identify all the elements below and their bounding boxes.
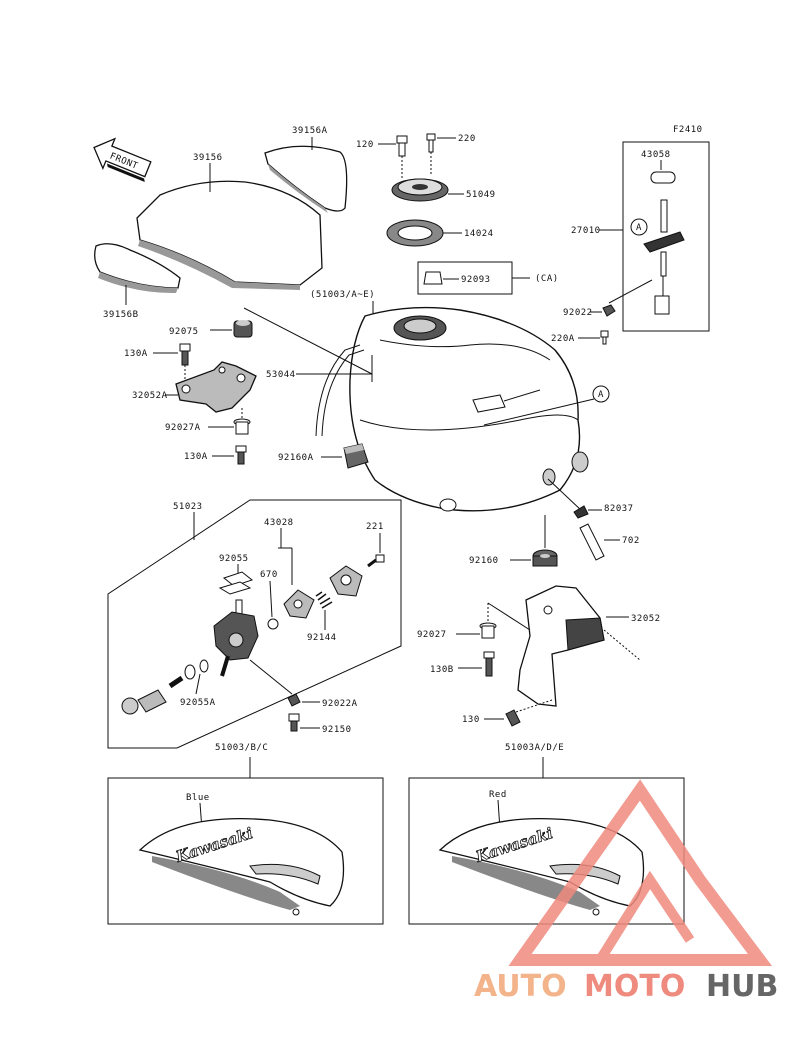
label-220: 220 xyxy=(458,134,476,144)
label-92027: 92027 xyxy=(417,630,447,640)
label-51049: 51049 xyxy=(466,190,496,200)
label-14024: 14024 xyxy=(464,229,494,239)
gasket-14024 xyxy=(386,219,444,247)
label-120-top: 120 xyxy=(356,140,374,150)
nut-92022A-icon xyxy=(287,693,301,707)
bracket-32052A xyxy=(175,361,257,413)
bolt-130-bottom-icon xyxy=(505,709,521,727)
label-92150: 92150 xyxy=(322,725,352,735)
label-92160: 92160 xyxy=(469,556,499,566)
marker-a-tank-label: A xyxy=(598,390,604,400)
collar-92027A xyxy=(233,418,251,435)
bolt-220-icon xyxy=(426,133,436,153)
label-51023: 51023 xyxy=(173,502,203,512)
label-92160A: 92160A xyxy=(278,453,314,463)
label-27010: 27010 xyxy=(571,226,601,236)
label-92022: 92022 xyxy=(563,308,593,318)
watermark-wordmark: AUTO MOTO HUB xyxy=(474,969,778,1004)
label-ca: (CA) xyxy=(535,274,559,284)
label-130B: 130B xyxy=(430,665,454,675)
tank-decal-red: Kawasaki xyxy=(438,817,645,916)
bolt-130B-icon xyxy=(483,651,495,677)
label-92075: 92075 xyxy=(169,327,199,337)
tank-decal-blue: Kawasaki xyxy=(138,817,345,916)
clip-82037 xyxy=(573,505,589,519)
gasket-92055 xyxy=(218,571,254,595)
damper-92160 xyxy=(532,549,558,567)
seat-pad-39156A xyxy=(264,145,348,212)
label-92022A: 92022A xyxy=(322,699,358,709)
fuel-valve-body xyxy=(213,599,259,677)
label-39156B: 39156B xyxy=(103,310,139,320)
front-arrow-icon: FRONT xyxy=(93,137,152,183)
label-39156: 39156 xyxy=(193,153,223,163)
nut-92022-icon xyxy=(602,304,616,317)
label-92055A: 92055A xyxy=(180,698,216,708)
label-43028: 43028 xyxy=(264,518,294,528)
marker-a-tank xyxy=(592,385,610,403)
screw-220A-icon xyxy=(600,330,609,345)
decal-red-label: Red xyxy=(489,790,507,800)
label-51003BC: 51003/B/C xyxy=(215,743,268,753)
cover-43028 xyxy=(329,565,363,597)
watermark-logo xyxy=(508,779,772,966)
o-ring-43058 xyxy=(650,171,676,184)
grommet-92075 xyxy=(233,320,253,338)
bolt-130A-icon xyxy=(235,445,247,465)
label-702: 702 xyxy=(622,536,640,546)
hose-702 xyxy=(579,523,605,561)
label-130A-top: 130A xyxy=(124,349,148,359)
box-27010 xyxy=(622,141,710,332)
fuel-sender-27010 xyxy=(643,199,685,315)
label-670: 670 xyxy=(260,570,278,580)
label-92144: 92144 xyxy=(307,633,337,643)
screw-221-icon xyxy=(367,554,385,568)
label-32052A: 32052A xyxy=(132,391,168,401)
label-221: 221 xyxy=(366,522,384,532)
label-220A: 220A xyxy=(551,334,575,344)
decal-blue-label: Blue xyxy=(186,793,210,803)
bolt-92150-icon xyxy=(288,713,300,732)
marker-a-box xyxy=(630,218,648,236)
bolt-120-icon xyxy=(396,135,408,157)
diaphragm-43028 xyxy=(283,589,315,619)
label-92027A: 92027A xyxy=(165,423,201,433)
label-32052: 32052 xyxy=(631,614,661,624)
label-130-bottom: 130 xyxy=(462,715,480,725)
box-decal-blue xyxy=(107,777,384,925)
label-92093: 92093 xyxy=(461,275,491,285)
grommet-92093 xyxy=(423,271,443,285)
label-51003ADE: 51003A/D/E xyxy=(505,743,564,753)
watermark-auto: AUTO xyxy=(474,969,567,1004)
bolt-130A-top-icon xyxy=(179,343,191,366)
label-43058: 43058 xyxy=(641,150,671,160)
box-51023 xyxy=(107,499,402,749)
watermark-moto: MOTO xyxy=(584,969,685,1004)
label-130A: 130A xyxy=(184,452,208,462)
fuel-cap-51049 xyxy=(391,178,449,202)
collar-92027 xyxy=(479,622,497,639)
o-ring-670 xyxy=(267,618,279,630)
figure-code: F2410 xyxy=(673,125,703,135)
label-53044: 53044 xyxy=(266,370,296,380)
label-92055: 92055 xyxy=(219,554,249,564)
bracket-32052 xyxy=(517,585,605,707)
watermark-hub: HUB xyxy=(706,969,778,1004)
lever-assembly xyxy=(121,659,209,715)
label-51003-all: (51003/A~E) xyxy=(310,290,375,300)
spring-92144 xyxy=(315,591,333,609)
marker-a-box-label: A xyxy=(636,223,642,233)
label-39156A: 39156A xyxy=(292,126,328,136)
label-82037: 82037 xyxy=(604,504,634,514)
fuel-tank-51003 xyxy=(349,306,589,512)
damper-92160A xyxy=(343,443,369,469)
